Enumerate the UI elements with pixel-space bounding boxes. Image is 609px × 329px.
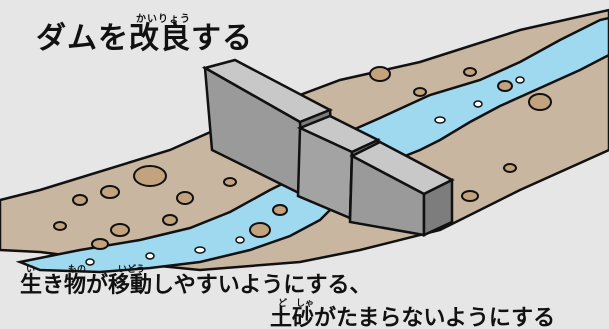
rock <box>72 194 88 206</box>
rock <box>369 66 391 82</box>
rock <box>528 93 552 111</box>
rock <box>503 163 517 173</box>
rocks <box>53 66 552 250</box>
caption-line-2: 土砂がたまらないようにする <box>270 306 556 329</box>
title-ruby: かいりょう <box>136 14 191 25</box>
pebble <box>434 116 446 124</box>
pebble <box>85 258 95 266</box>
caption-line-1: 生き物が移動しやすいようにする、 <box>20 273 372 298</box>
rock <box>162 214 178 226</box>
rock <box>413 87 427 97</box>
rock <box>176 191 194 205</box>
rock <box>91 238 109 250</box>
rock <box>133 165 167 187</box>
river-upper <box>326 16 609 160</box>
pebble <box>145 252 155 260</box>
caption-ruby-mono: もの <box>68 265 87 275</box>
rock <box>461 190 479 202</box>
rock <box>223 177 237 187</box>
rock <box>53 221 67 231</box>
rock <box>497 80 513 92</box>
title-block: かいりょう ダムを改良する <box>36 10 253 54</box>
rock <box>272 204 288 216</box>
pebble <box>235 236 245 244</box>
dam-right-side <box>422 177 454 237</box>
rock <box>100 185 120 199</box>
rock <box>463 67 477 77</box>
rock <box>110 223 130 237</box>
pebble <box>194 246 206 254</box>
pebble <box>473 100 483 108</box>
pebble <box>515 76 525 84</box>
river-pebbles <box>85 76 525 266</box>
caption-ruby-iki: い <box>26 265 36 275</box>
caption-ruby-dosha: ど しゃ <box>278 299 315 309</box>
caption-ruby-idou: いどう <box>118 265 146 275</box>
rock <box>249 222 271 238</box>
page-title: ダムを改良する <box>36 21 253 56</box>
